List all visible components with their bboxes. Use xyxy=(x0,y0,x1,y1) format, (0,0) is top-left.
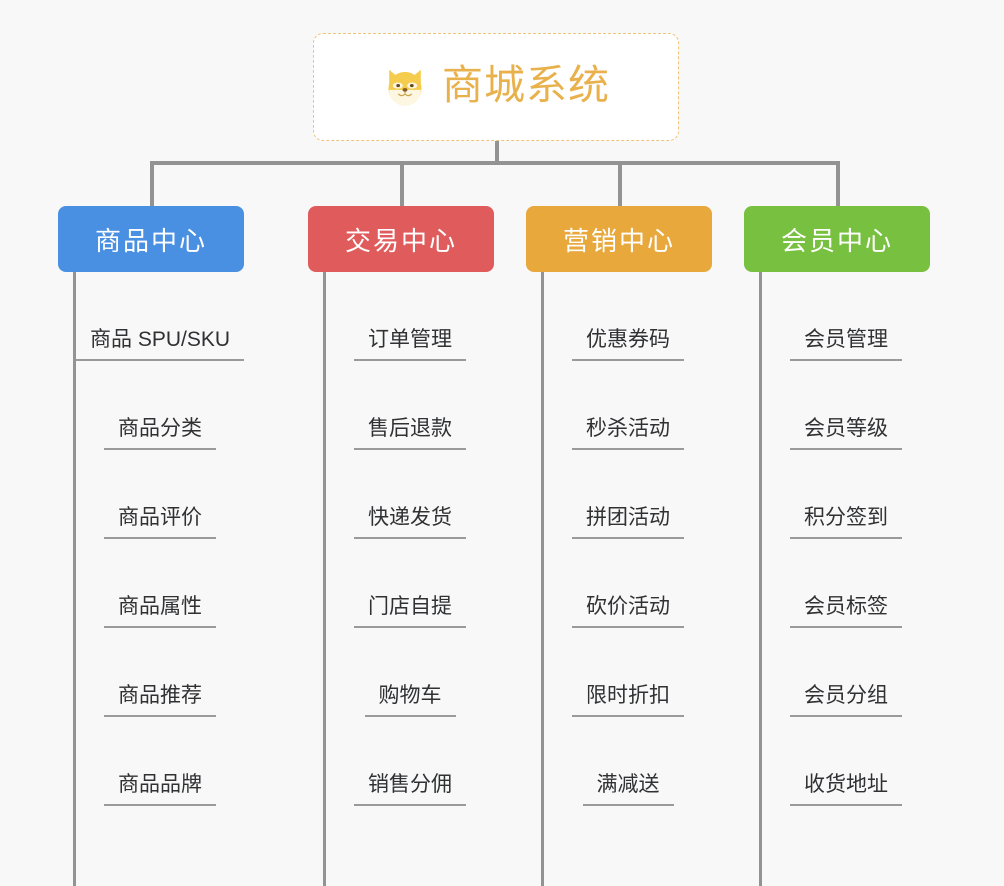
branch-title: 商品中心 xyxy=(94,225,207,256)
shiba-dog-icon xyxy=(382,64,428,110)
branch-items-product-center: 商品 SPU/SKU 商品分类 商品评价 商品属性 商品推荐 商品品牌 xyxy=(58,272,245,886)
branch-title: 营销中心 xyxy=(562,225,675,256)
branch-header-product-center[interactable]: 商品中心 xyxy=(58,206,244,272)
branch-trunk xyxy=(541,272,544,886)
list-item-label: 商品评价 xyxy=(104,507,216,539)
connector-horizontal-bus xyxy=(150,161,840,165)
list-item-label: 满减送 xyxy=(582,774,674,806)
list-item[interactable]: 满减送 xyxy=(541,717,712,806)
list-item-label: 收货地址 xyxy=(790,774,902,806)
list-item-label: 销售分佣 xyxy=(354,774,466,806)
list-item[interactable]: 商品评价 xyxy=(73,450,244,539)
list-item-label: 优惠券码 xyxy=(572,329,684,361)
list-item[interactable]: 商品 SPU/SKU xyxy=(73,272,245,361)
list-item[interactable]: 拼团活动 xyxy=(541,450,712,539)
list-item-label: 购物车 xyxy=(364,685,456,717)
branch-title: 交易中心 xyxy=(344,225,457,256)
branch-header-trade-center[interactable]: 交易中心 xyxy=(308,206,494,272)
list-item-label: 拼团活动 xyxy=(572,507,684,539)
list-item-label: 商品推荐 xyxy=(104,685,216,717)
list-item[interactable]: 商品品牌 xyxy=(73,717,244,806)
list-item[interactable]: 商品分类 xyxy=(73,361,244,450)
branch-header-member-center[interactable]: 会员中心 xyxy=(744,206,930,272)
list-item-label: 门店自提 xyxy=(354,596,466,628)
list-item[interactable]: 积分签到 xyxy=(759,450,930,539)
list-item[interactable]: 会员分组 xyxy=(759,628,930,717)
branch-trunk xyxy=(73,272,76,886)
branch-items-member-center: 会员管理 会员等级 积分签到 会员标签 会员分组 收货地址 xyxy=(744,272,930,886)
list-item[interactable]: 会员管理 xyxy=(759,272,930,361)
branch-header-marketing-center[interactable]: 营销中心 xyxy=(526,206,712,272)
list-item[interactable]: 会员等级 xyxy=(759,361,930,450)
list-item[interactable]: 优惠券码 xyxy=(541,272,712,361)
list-item-label: 商品分类 xyxy=(104,418,216,450)
connector-drop-member-center xyxy=(836,161,840,208)
list-item[interactable]: 门店自提 xyxy=(323,539,494,628)
branch-marketing-center: 营销中心 优惠券码 秒杀活动 拼团活动 砍价活动 限时折扣 满减送 xyxy=(526,206,712,886)
list-item-label: 会员标签 xyxy=(790,596,902,628)
list-item[interactable]: 秒杀活动 xyxy=(541,361,712,450)
list-item[interactable]: 商品推荐 xyxy=(73,628,244,717)
connector-drop-trade-center xyxy=(400,161,404,208)
branch-product-center: 商品中心 商品 SPU/SKU 商品分类 商品评价 商品属性 商品推荐 商品品牌 xyxy=(58,206,245,886)
list-item-label: 积分签到 xyxy=(790,507,902,539)
branch-member-center: 会员中心 会员管理 会员等级 积分签到 会员标签 会员分组 收货地址 xyxy=(744,206,930,886)
list-item-label: 商品 SPU/SKU xyxy=(75,329,245,361)
branch-title: 会员中心 xyxy=(780,225,893,256)
connector-drop-product-center xyxy=(150,161,154,208)
list-item[interactable]: 砍价活动 xyxy=(541,539,712,628)
list-item-label: 砍价活动 xyxy=(572,596,684,628)
list-item-label: 秒杀活动 xyxy=(572,418,684,450)
list-item-label: 限时折扣 xyxy=(572,685,684,717)
list-item-label: 售后退款 xyxy=(354,418,466,450)
list-item-label: 订单管理 xyxy=(354,329,466,361)
root-node[interactable]: 商城系统 xyxy=(313,33,679,141)
list-item[interactable]: 收货地址 xyxy=(759,717,930,806)
list-item-label: 会员等级 xyxy=(790,418,902,450)
list-item[interactable]: 商品属性 xyxy=(73,539,244,628)
list-item[interactable]: 会员标签 xyxy=(759,539,930,628)
list-item[interactable]: 限时折扣 xyxy=(541,628,712,717)
list-item[interactable]: 售后退款 xyxy=(323,361,494,450)
list-item-label: 商品品牌 xyxy=(104,774,216,806)
branch-items-trade-center: 订单管理 售后退款 快递发货 门店自提 购物车 销售分佣 xyxy=(308,272,494,886)
mindmap-canvas: 商城系统 商品中心 商品 SPU/SKU 商品分类 商品评价 商品属性 商品推荐… xyxy=(58,33,930,886)
list-item-label: 会员分组 xyxy=(790,685,902,717)
list-item[interactable]: 销售分佣 xyxy=(323,717,494,806)
branch-items-marketing-center: 优惠券码 秒杀活动 拼团活动 砍价活动 限时折扣 满减送 xyxy=(526,272,712,886)
connector-drop-marketing-center xyxy=(618,161,622,208)
list-item[interactable]: 快递发货 xyxy=(323,450,494,539)
connector-root-stem xyxy=(495,141,499,164)
branch-trunk xyxy=(759,272,762,886)
root-title: 商城系统 xyxy=(442,61,610,108)
list-item-label: 会员管理 xyxy=(790,329,902,361)
list-item-label: 快递发货 xyxy=(354,507,466,539)
list-item[interactable]: 订单管理 xyxy=(323,272,494,361)
branch-trade-center: 交易中心 订单管理 售后退款 快递发货 门店自提 购物车 销售分佣 xyxy=(308,206,494,886)
list-item-label: 商品属性 xyxy=(104,596,216,628)
branch-trunk xyxy=(323,272,326,886)
list-item[interactable]: 购物车 xyxy=(323,628,494,717)
